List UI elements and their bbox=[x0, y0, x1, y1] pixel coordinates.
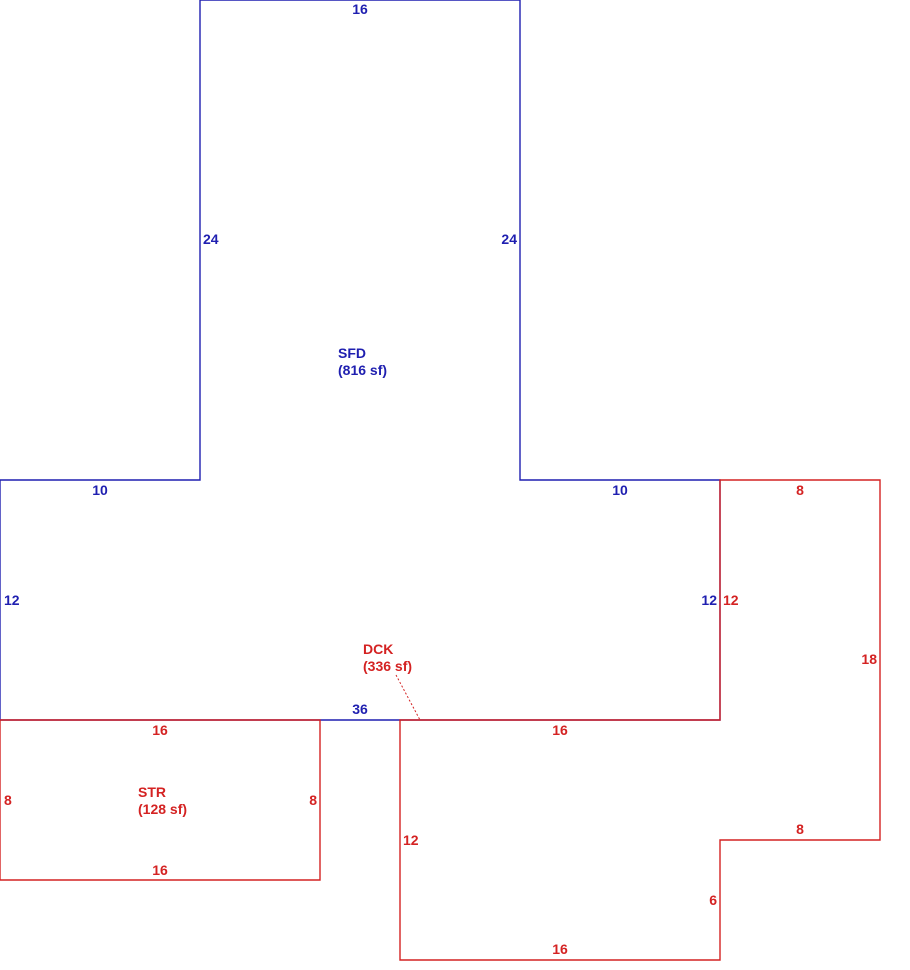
dck-label: DCK bbox=[363, 641, 393, 657]
dck-area-label: (336 sf) bbox=[363, 658, 412, 674]
dim-sfd-top: 16 bbox=[352, 1, 368, 17]
sfd-label: SFD bbox=[338, 345, 366, 361]
str-label: STR bbox=[138, 784, 166, 800]
dck-leader-line bbox=[395, 674, 421, 721]
dim-sfd-left: 12 bbox=[4, 592, 20, 608]
dim-str-left: 8 bbox=[4, 792, 12, 808]
dim-dck-step-vertical: 6 bbox=[709, 892, 717, 908]
dim-sfd-left-step: 10 bbox=[92, 482, 108, 498]
dim-dck-top-right: 8 bbox=[796, 482, 804, 498]
dim-sfd-upper-left: 24 bbox=[203, 231, 219, 247]
dim-sfd-bottom: 36 bbox=[352, 701, 368, 717]
dim-dck-bottom: 16 bbox=[552, 941, 568, 957]
dim-dck-right-outer: 12 bbox=[723, 592, 739, 608]
dim-dck-far-right: 18 bbox=[861, 651, 877, 667]
dck-outline bbox=[399, 479, 881, 961]
dim-sfd-right-step: 10 bbox=[612, 482, 628, 498]
dim-str-bottom: 16 bbox=[152, 862, 168, 878]
dim-str-right: 8 bbox=[309, 792, 317, 808]
dim-dck-step-bottom: 8 bbox=[796, 821, 804, 837]
dim-str-top: 16 bbox=[152, 722, 168, 738]
dim-sfd-right: 12 bbox=[701, 592, 717, 608]
dim-dck-left: 12 bbox=[403, 832, 419, 848]
str-outline bbox=[0, 719, 321, 881]
dim-dck-top-left: 16 bbox=[552, 722, 568, 738]
sfd-area-label: (816 sf) bbox=[338, 362, 387, 378]
dim-sfd-upper-right: 24 bbox=[501, 231, 517, 247]
str-area-label: (128 sf) bbox=[138, 801, 187, 817]
